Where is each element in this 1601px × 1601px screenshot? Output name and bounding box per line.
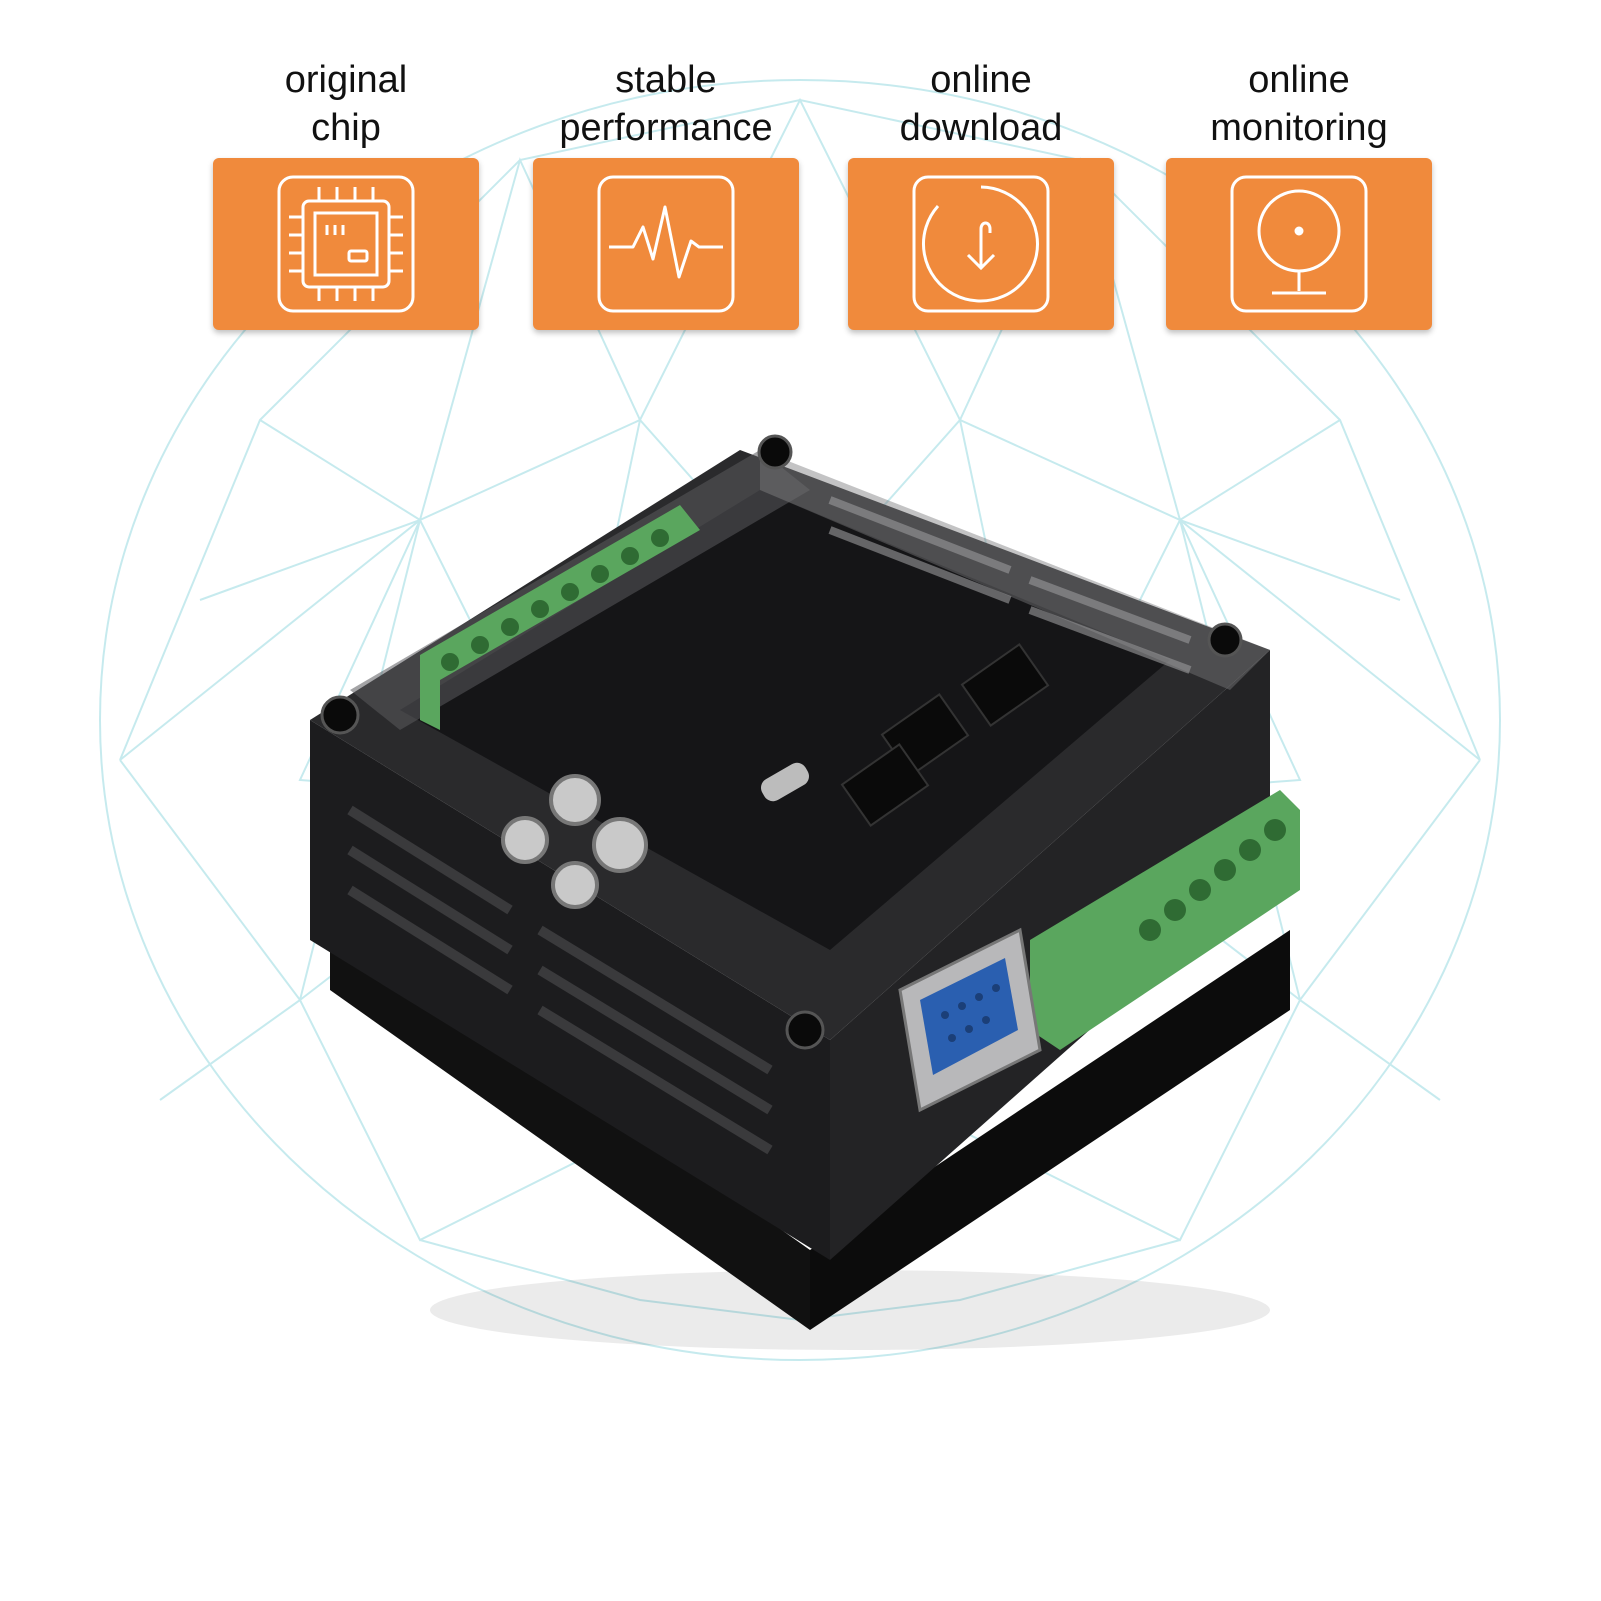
feature-tile [848, 158, 1114, 330]
feature-tile [213, 158, 479, 330]
cover-vents [828, 496, 1192, 674]
mount-hole [785, 1010, 825, 1050]
crystal-oscillator [761, 762, 809, 802]
shadow [430, 1270, 1270, 1350]
terminal-screws-right [1139, 819, 1286, 941]
capacitor [549, 774, 601, 826]
terminal-screws-back [441, 529, 669, 671]
download-icon [912, 175, 1050, 313]
mount-hole [1207, 622, 1243, 658]
chip-icon [277, 175, 415, 313]
mount-hole [320, 695, 360, 735]
feature-label: original chip [284, 59, 408, 149]
feature-stable-performance: stable performance [533, 52, 799, 330]
serial-port-pins [941, 984, 1000, 1042]
monitor-icon [1230, 175, 1368, 313]
terminal-block-right [1030, 790, 1300, 1050]
feature-tile [533, 158, 799, 330]
feature-label: stable performance [559, 59, 773, 149]
capacitor [592, 817, 648, 873]
plc-controller-illustration [310, 434, 1300, 1350]
feature-original-chip: original chip [213, 52, 479, 330]
heartbeat-icon [597, 175, 735, 313]
feature-online-download: online download [848, 52, 1114, 330]
capacitor [551, 861, 599, 909]
feature-tile [1166, 158, 1432, 330]
vent-slots [347, 805, 773, 1155]
clear-cover-back [760, 450, 1270, 690]
feature-label: online download [899, 59, 1063, 149]
mount-hole [757, 434, 793, 470]
feature-label: online monitoring [1210, 59, 1388, 149]
relay-chips [840, 643, 1050, 827]
capacitor [501, 816, 549, 864]
case-base-right [810, 930, 1290, 1330]
feature-online-monitoring: online monitoring [1166, 52, 1432, 330]
